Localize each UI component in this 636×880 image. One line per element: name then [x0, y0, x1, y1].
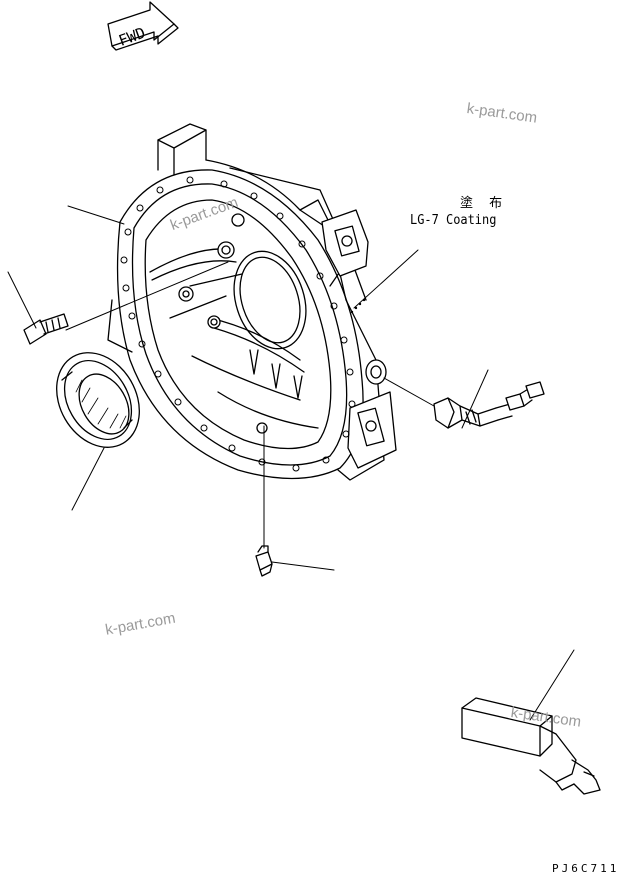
- tool-part: [461, 697, 601, 795]
- drain-plug-part: [255, 545, 273, 577]
- coating-label-en: LG-7 Coating: [410, 213, 497, 228]
- drawing-code: PJ6C711: [552, 862, 620, 875]
- oil-seal-ring: [56, 352, 140, 448]
- leader-lines: [7, 205, 575, 721]
- speed-sensor-part: [433, 381, 545, 429]
- flywheel-housing: [107, 123, 397, 481]
- fwd-arrow-icon: FWD: [107, 1, 179, 51]
- bolt-part: [23, 313, 69, 345]
- coating-label-jp: 塗 布: [460, 196, 509, 211]
